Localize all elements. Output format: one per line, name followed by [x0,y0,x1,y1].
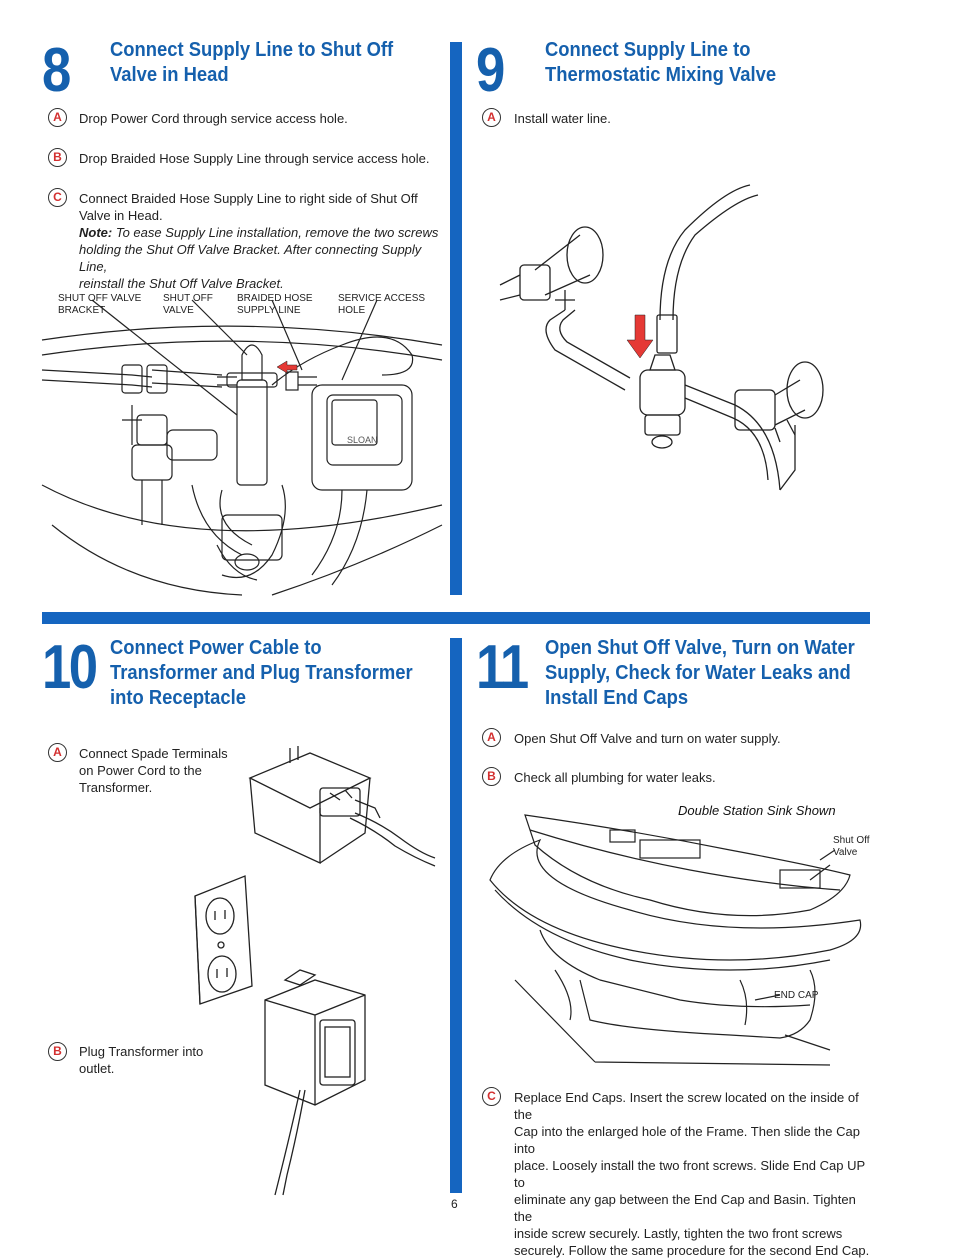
step-10b-text: Plug Transformer into outlet. [79,1044,204,1076]
step-number-8: 8 [42,36,71,105]
plugin-transformer-illustration [264,969,366,1196]
label-shutoff-valve-bracket: SHUT OFF VALVE BRACKET [58,293,142,316]
label-end-cap: END CAP [774,990,819,1001]
badge-11a: A [482,728,501,747]
label-shutoff-valve-sink: Shut Off Valve [833,835,870,858]
step-8a-text: Drop Power Cord through service access h… [79,111,348,126]
step-number-10: 10 [42,633,98,702]
badge-8c: C [48,188,67,207]
badge-9a: A [482,108,501,127]
step-8c-text: Connect Braided Hose Supply Line to righ… [79,191,439,291]
step-9-illustration [499,184,824,491]
step-11b-text: Check all plumbing for water leaks. [514,770,716,785]
badge-8b: B [48,148,67,167]
step-number-9: 9 [476,36,505,105]
step-11a-text: Open Shut Off Valve and turn on water su… [514,731,781,746]
step-11c-text: Replace End Caps. Insert the screw locat… [514,1090,870,1258]
step-8c-note: Note: To ease Supply Line installation, … [79,225,439,240]
step-10a-text: Connect Spade Terminals on Power Cord to… [79,746,228,795]
badge-11b: B [482,767,501,786]
step-title-10: Connect Power Cable to Transformer and P… [110,637,413,709]
divider-vertical-bottom [450,638,462,1193]
badge-11c: C [482,1087,501,1106]
outlet-illustration [194,875,253,1005]
label-service-access-hole: SERVICE ACCESS HOLE [338,293,426,316]
step-number-11: 11 [476,633,529,702]
badge-10b: B [48,1042,67,1061]
step-8-illustration: SLOAN [41,299,443,596]
divider-horizontal [42,612,870,624]
step-11-illustration [489,814,862,1066]
divider-vertical-top [450,42,462,595]
step-8b-text: Drop Braided Hose Supply Line through se… [79,151,430,166]
illustration-caption: Double Station Sink Shown [678,803,836,818]
step-title-11: Open Shut Off Valve, Turn on Water Suppl… [545,637,855,709]
sloan-logo: SLOAN [347,435,378,445]
step-title-8: Connect Supply Line to Shut Off Valve in… [110,39,394,86]
label-shutoff-valve: SHUT OFF VALVE [163,293,213,316]
step-title-9: Connect Supply Line to Thermostatic Mixi… [545,39,777,86]
label-braided-hose: BRAIDED HOSE SUPPLY LINE [237,293,313,316]
page-number: 6 [451,1197,458,1211]
badge-8a: A [48,108,67,127]
step-10-transformer-illustration [248,746,436,867]
badge-10a: A [48,743,67,762]
step-9a-text: Install water line. [514,111,611,126]
